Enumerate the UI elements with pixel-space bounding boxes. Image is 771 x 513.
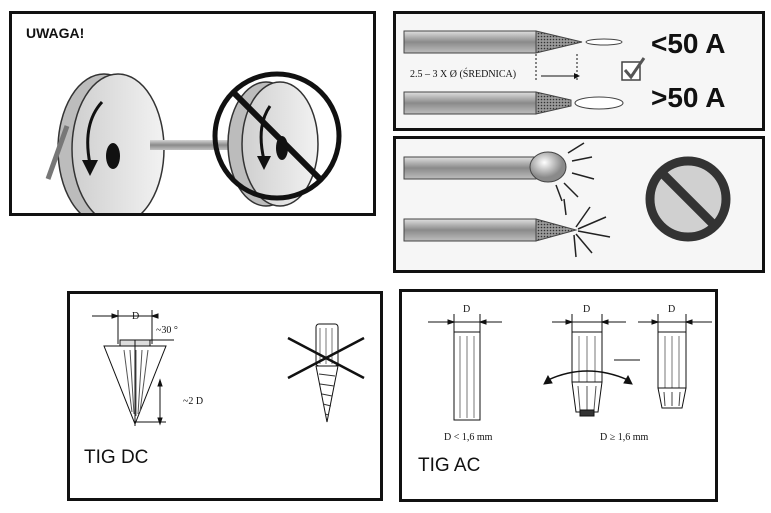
grinding-wheel-correct [45,73,165,213]
ac-large-caption: D ≥ 1,6 mm [600,432,649,443]
sharpen-length-label: 2.5 – 3 X Ø (ŚREDNICA) [410,69,517,80]
grinding-wheel-wrong [212,71,342,207]
high-current-label: >50 A [651,82,726,113]
dc-electrode-wrong [287,323,365,423]
electrode-balled [403,142,595,202]
cross-out-icon [287,336,365,380]
ac-electrode-large-b [638,314,712,409]
electrode-blunt [403,91,624,115]
warning-title: UWAGA! [26,25,85,41]
dc-length-label: ~2 D [183,396,204,407]
dc-diameter-label: D [132,311,140,322]
grinding-warning-panel: UWAGA! [9,11,376,216]
ac-small-caption: D < 1,6 mm [444,432,493,443]
ac-diameter-label-3: D [668,304,676,315]
dc-angle-label: ~30 ° [156,325,178,336]
tig-dc-title: TIG DC [84,447,149,468]
tig-dc-panel: D ~30 ° ~2 D TIG DC [67,291,383,501]
balled-tip-panel [393,136,765,273]
ac-diameter-label-2: D [583,304,591,315]
ac-diameter-label-1: D [463,304,471,315]
dc-electrode-correct [92,310,174,426]
ac-electrode-large-a [543,314,640,417]
electrode-sharp [403,30,623,54]
electrode-pointed-sparking [403,198,611,258]
current-sharpening-panel: 2.5 – 3 X Ø (ŚREDNICA) <50 A >50 A [393,11,765,131]
electrode-rod [150,140,250,150]
grinding-illustration [45,71,342,213]
checkbox-checked-icon [621,57,646,81]
tig-ac-title: TIG AC [418,455,481,476]
ac-electrode-small [428,314,502,421]
prohibited-icon [645,156,731,242]
low-current-label: <50 A [651,28,726,59]
tig-ac-panel: D D D D < 1,6 mm D ≥ 1,6 mm TIG AC [399,289,718,502]
prohibited-icon [212,71,342,201]
